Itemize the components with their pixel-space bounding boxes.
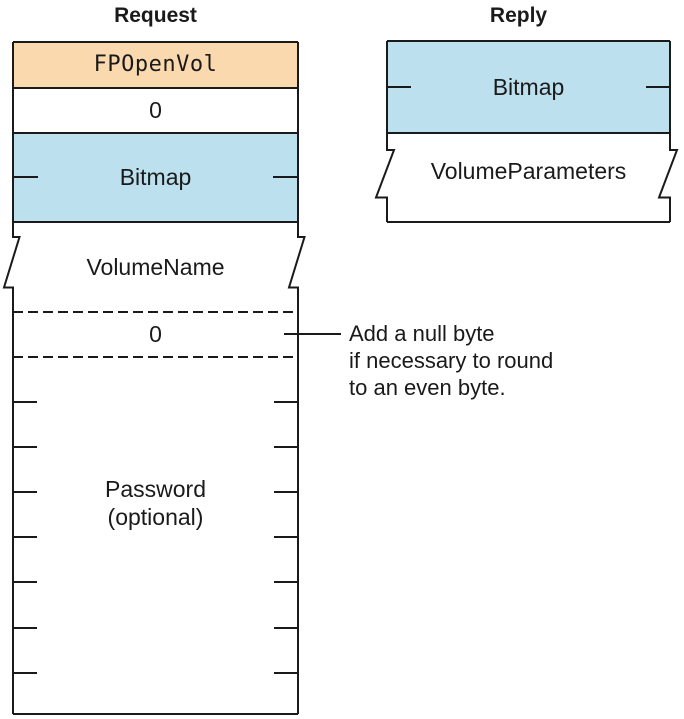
annotation-note-line1: Add a null byte (349, 321, 495, 346)
request-right-border-break-icon (287, 42, 306, 714)
password-label-line2: (optional) (107, 504, 204, 530)
request-field-pad: 0 (149, 97, 162, 124)
request-title: Request (114, 3, 197, 27)
annotation-note: Add a null byte if necessary to round to… (349, 320, 553, 401)
reply-right-border-break-icon (657, 41, 679, 222)
annotation-note-line2: if necessary to round (349, 348, 554, 373)
request-field-volume-name: VolumeName (86, 253, 225, 280)
reply-title: Reply (489, 3, 548, 27)
password-label-line1: Password (105, 476, 206, 502)
request-field-password: Password (optional) (13, 475, 298, 531)
request-field-bitmap: Bitmap (119, 164, 192, 191)
request-field-command: FPOpenVol (93, 52, 218, 78)
reply-bitmap-fill (387, 41, 670, 133)
request-bitmap-fill (13, 133, 298, 222)
reply-block-lines (374, 40, 679, 223)
request-field-null-byte: 0 (149, 321, 162, 348)
request-left-border-break-icon (2, 42, 21, 714)
reply-field-bitmap: Bitmap (492, 73, 565, 100)
request-command-fill (13, 42, 298, 88)
reply-left-border-break-icon (374, 41, 396, 222)
annotation-note-line3: to an even byte. (349, 375, 506, 400)
reply-field-volume-parameters: VolumeParameters (430, 157, 627, 184)
request-block-lines (2, 41, 341, 715)
